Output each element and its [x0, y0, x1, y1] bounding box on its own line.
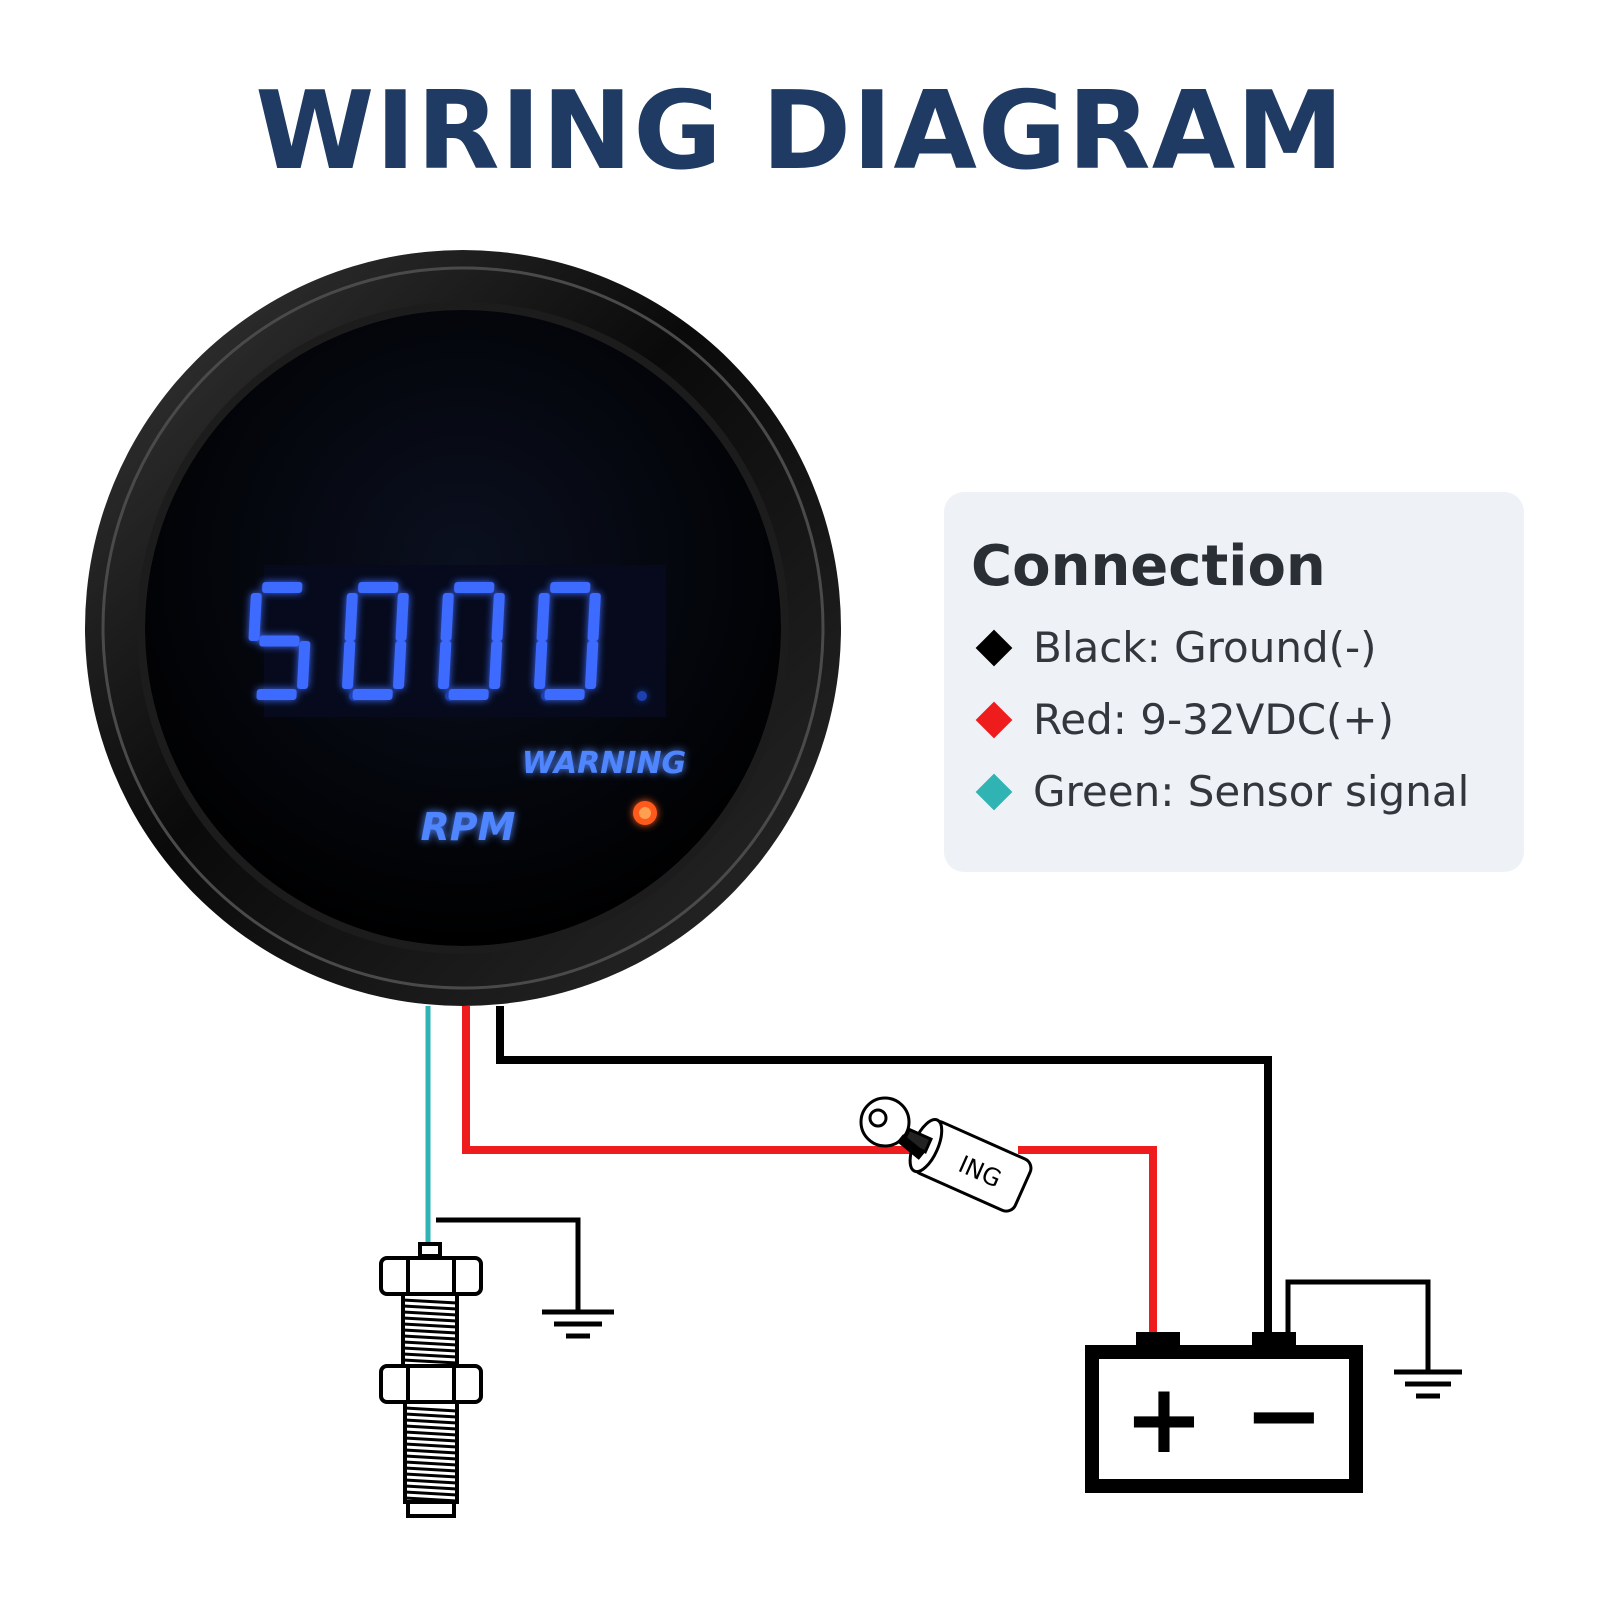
black-ground-wire [496, 1006, 1272, 1340]
sensor-top-nut [379, 1256, 483, 1296]
ground-symbol-sensor [542, 1309, 614, 1339]
red-power-wire [462, 1006, 915, 1154]
warning-label: WARNING [522, 746, 686, 781]
decimal-point-icon [637, 691, 647, 701]
ignition-key-hole [868, 1108, 888, 1128]
sensor-end-cap [406, 1500, 456, 1518]
connection-item: Black: Ground(-) [971, 612, 1524, 684]
page-title: WIRING DIAGRAM [255, 69, 1345, 194]
connection-list: Black: Ground(-) Red: 9-32VDC(+) Green: Se… [971, 612, 1524, 828]
seven-segment-digit [438, 582, 505, 700]
connection-legend: Connection Black: Ground(-) Red: 9-32VDC(… [944, 492, 1524, 872]
connection-item-label: Black: Ground(-) [1033, 623, 1377, 673]
sensor-tip [418, 1242, 442, 1258]
ground-symbol-battery [1394, 1369, 1462, 1399]
rpm-unit-label: RPM [421, 805, 516, 849]
battery-positive-sign: + [1124, 1363, 1204, 1475]
connection-title: Connection [971, 534, 1326, 599]
connection-item: Red: 9-32VDC(+) [971, 684, 1524, 756]
ignition-switch: ING [859, 1096, 1033, 1213]
battery-ground-wire [1285, 1279, 1431, 1370]
warning-led-core [639, 807, 651, 819]
gauge-face-rim [137, 302, 789, 954]
battery-body [1085, 1345, 1363, 1493]
diamond-bullet-icon [975, 629, 1013, 666]
diamond-bullet-icon [975, 773, 1013, 810]
battery: + − [1085, 1332, 1363, 1493]
connection-item-label: Red: 9-32VDC(+) [1033, 695, 1394, 745]
sensor-ground-wire [436, 1217, 581, 1310]
seven-segment-digit [248, 582, 311, 700]
speed-sensor [379, 1242, 483, 1518]
connection-item-label: Green: Sensor signal [1033, 767, 1470, 817]
wires [425, 1006, 1431, 1370]
gauge-bezel-highlight [101, 266, 825, 990]
diamond-bullet-icon [975, 701, 1013, 738]
connection-item: Green: Sensor signal [971, 756, 1524, 828]
rpm-gauge: WARNING RPM [85, 250, 841, 1006]
rpm-reading-display [248, 582, 647, 701]
red-power-wire-battery [1018, 1146, 1157, 1340]
ignition-key-neck [896, 1134, 926, 1160]
sensor-bottom-nut [379, 1364, 483, 1404]
sensor-threads [402, 1298, 458, 1503]
seven-segment-digit [534, 582, 601, 700]
seven-segment-digit [342, 582, 409, 700]
battery-negative-sign: − [1244, 1359, 1324, 1471]
